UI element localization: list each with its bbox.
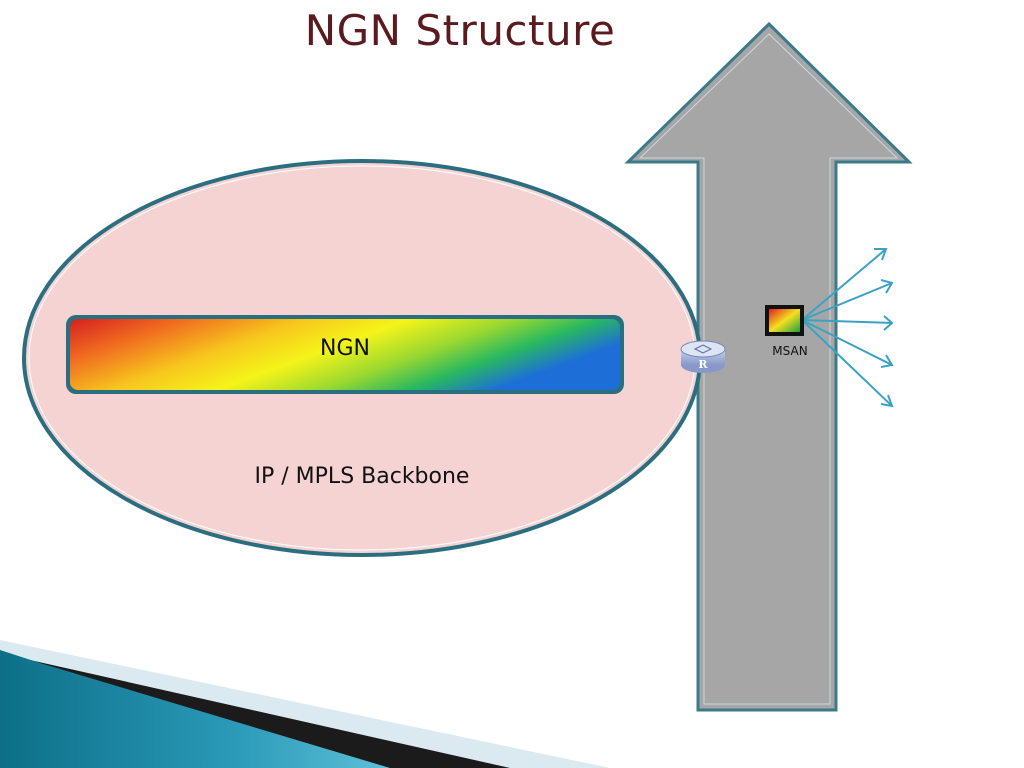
ngn-bar xyxy=(66,315,624,394)
msan-icon xyxy=(765,305,804,336)
ngn-label: NGN xyxy=(320,336,370,361)
msan-links xyxy=(801,248,894,408)
msan-label: MSAN xyxy=(772,344,808,358)
upward-arrow xyxy=(624,21,913,712)
bottom-band xyxy=(0,640,610,768)
router-icon: R xyxy=(680,340,726,373)
backbone-label: IP / MPLS Backbone xyxy=(254,464,470,489)
svg-text:R: R xyxy=(698,358,708,371)
slide-title: NGN Structure xyxy=(304,6,616,55)
